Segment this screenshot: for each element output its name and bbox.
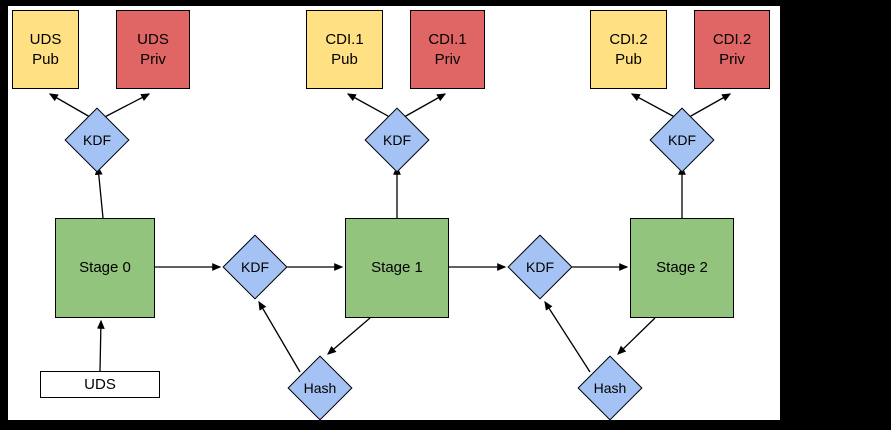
kdf-label: KDF (526, 259, 554, 275)
node-cdi2-priv: CDI.2 Priv (694, 10, 770, 89)
node-cdi1-pub: CDI.1 Pub (306, 10, 383, 89)
kdf-label: KDF (241, 259, 269, 275)
node-kdf-cdi1-keys: KDF (364, 107, 430, 173)
node-hash-stage1: Hash (287, 355, 353, 421)
hash-label: Hash (593, 380, 627, 396)
node-kdf-cdi1: KDF (222, 234, 288, 300)
arrow (327, 317, 371, 355)
node-uds-secret: UDS (40, 371, 160, 398)
node-hash-stage2: Hash (577, 355, 643, 421)
arrow (617, 317, 656, 355)
node-cdi2-pub: CDI.2 Pub (590, 10, 667, 89)
node-kdf-uds-keys: KDF (64, 107, 130, 173)
kdf-label: KDF (83, 132, 111, 148)
node-kdf-cdi2-keys: KDF (649, 107, 715, 173)
node-uds-pub: UDS Pub (12, 10, 79, 89)
arrow (94, 165, 104, 219)
node-cdi1-priv: CDI.1 Priv (410, 10, 485, 89)
node-stage-1: Stage 1 (345, 218, 449, 318)
kdf-label: KDF (383, 132, 411, 148)
node-kdf-cdi2: KDF (507, 234, 573, 300)
node-uds-priv: UDS Priv (116, 10, 190, 89)
kdf-label: KDF (668, 132, 696, 148)
node-stage-2: Stage 2 (630, 218, 734, 318)
arrow (96, 319, 105, 372)
hash-label: Hash (303, 380, 337, 396)
diagram-canvas: UDS Pub UDS Priv CDI.1 Pub CDI.1 Priv CD… (8, 6, 780, 421)
node-stage-0: Stage 0 (55, 218, 155, 318)
